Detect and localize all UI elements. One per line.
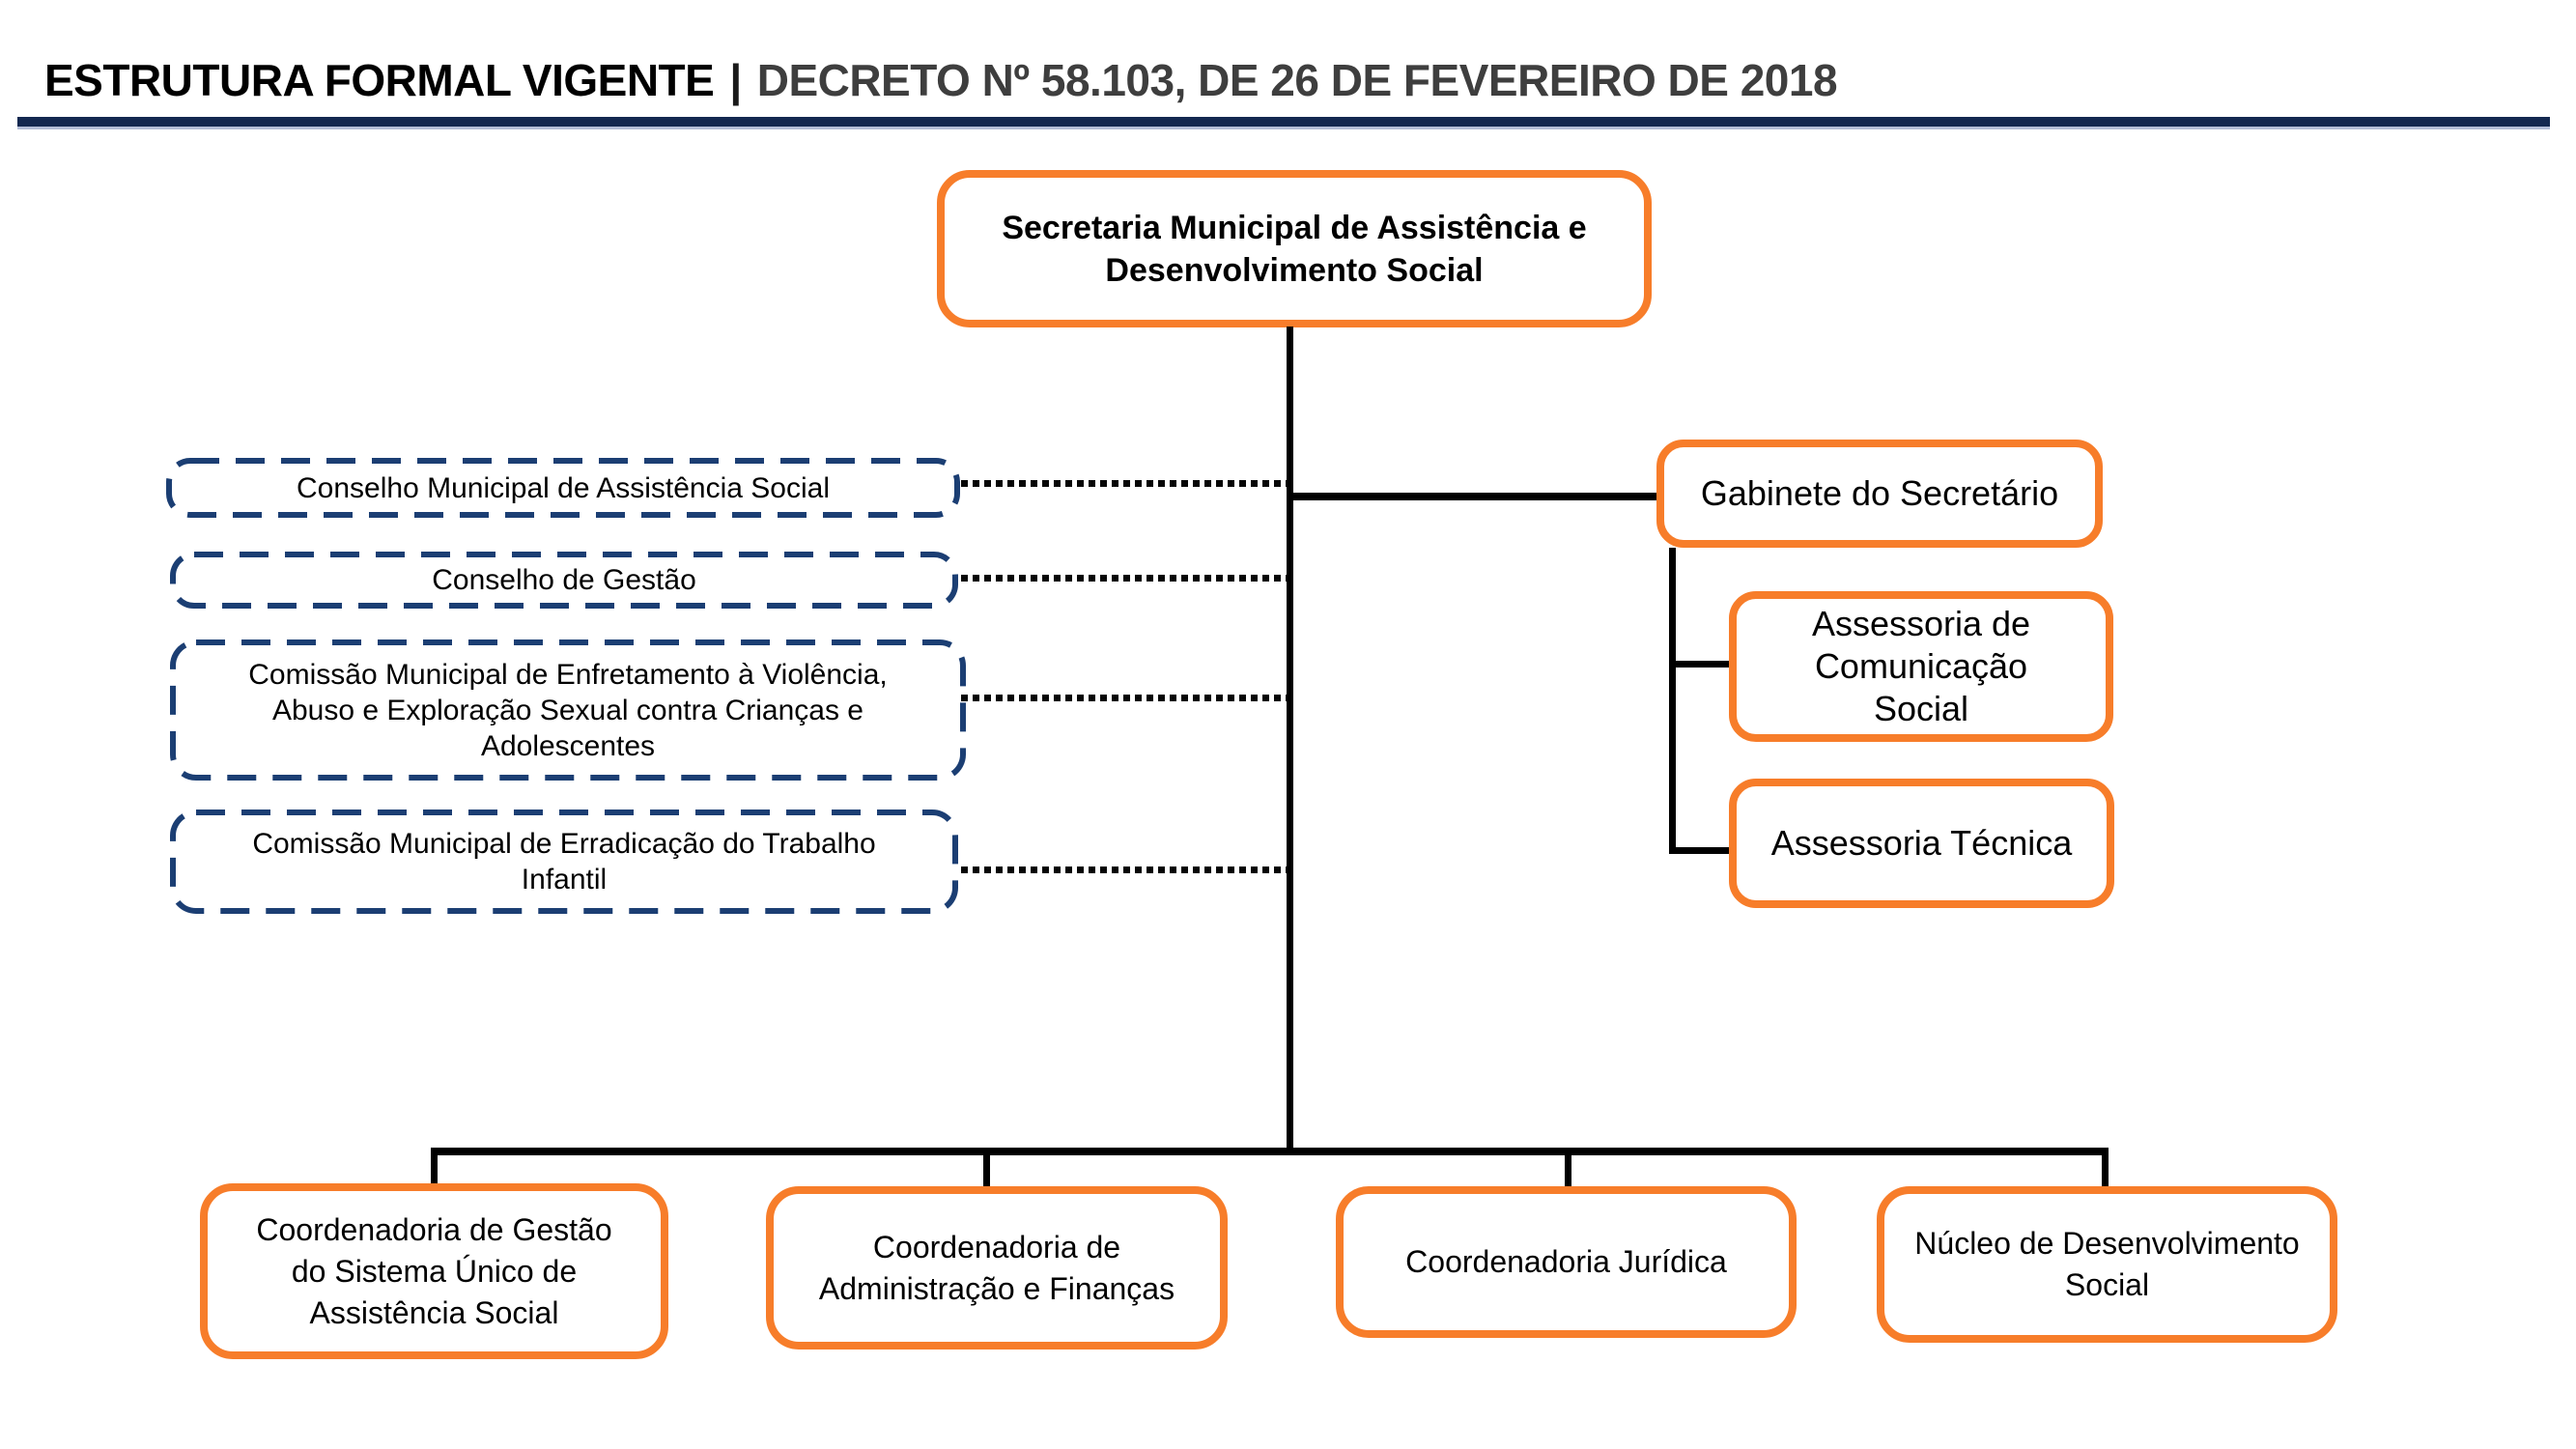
title-divider: | bbox=[729, 55, 742, 105]
node-coordenadoria-gestao-suas: Coordenadoria de Gestão do Sistema Único… bbox=[200, 1183, 668, 1359]
node-label: Comissão Municipal de Erradicação do Tra… bbox=[252, 828, 876, 895]
node-conselho-gestao: Conselho de Gestão bbox=[170, 552, 958, 609]
node-label: Secretaria Municipal de Assistência e De… bbox=[1002, 209, 1587, 289]
node-label: Coordenadoria de Administração e Finança… bbox=[818, 1229, 1175, 1306]
node-coordenadoria-juridica: Coordenadoria Jurídica bbox=[1336, 1186, 1797, 1338]
node-nucleo-desenvolvimento-social: Núcleo de Desenvolvimento Social bbox=[1877, 1186, 2337, 1343]
node-label: Assessoria Técnica bbox=[1770, 823, 2073, 863]
connector-stub-coord-juridica bbox=[1565, 1151, 1571, 1188]
node-comissao-erradicacao-trabalho: Comissão Municipal de Erradicação do Tra… bbox=[170, 810, 958, 914]
node-label: Coordenadoria de Gestão do Sistema Único… bbox=[256, 1211, 612, 1330]
title-decree: DECRETO Nº 58.103, DE 26 DE FEVEREIRO DE… bbox=[756, 55, 1838, 105]
connector-dotted-comissao-violencia bbox=[961, 695, 1287, 701]
connector-dotted-conselho-gestao bbox=[961, 575, 1287, 582]
node-comissao-enfretamento-violencia: Comissão Municipal de Enfretamento à Vio… bbox=[170, 639, 966, 781]
node-assessoria-comunicacao: Assessoria de Comunicação Social bbox=[1729, 591, 2113, 742]
node-gabinete-secretario: Gabinete do Secretário bbox=[1656, 440, 2103, 548]
node-label: Assessoria de Comunicação Social bbox=[1811, 604, 2031, 728]
connector-trunk bbox=[1287, 327, 1293, 1155]
dashed-border bbox=[166, 458, 960, 518]
page-title: ESTRUTURA FORMAL VIGENTE | DECRETO Nº 58.1… bbox=[44, 53, 1838, 107]
title-primary: ESTRUTURA FORMAL VIGENTE bbox=[44, 55, 715, 105]
connector-dotted-comissao-trabalho bbox=[961, 867, 1287, 873]
node-label: Gabinete do Secretário bbox=[1700, 473, 2059, 513]
connector-assessorias-vertical bbox=[1669, 548, 1676, 854]
connector-assessoria-comunicacao bbox=[1676, 661, 1731, 668]
node-label: Conselho Municipal de Assistência Social bbox=[297, 471, 830, 504]
connector-stub-coord-gestao bbox=[431, 1151, 438, 1185]
connector-dotted-conselho-municipal bbox=[961, 480, 1287, 487]
node-label: Núcleo de Desenvolvimento Social bbox=[1914, 1226, 2300, 1302]
node-label: Coordenadoria Jurídica bbox=[1405, 1244, 1727, 1279]
dashed-border bbox=[170, 810, 958, 914]
connector-stub-nucleo bbox=[2102, 1151, 2109, 1188]
node-conselho-municipal-assistencia: Conselho Municipal de Assistência Social bbox=[166, 458, 960, 518]
connector-bottom-horizontal bbox=[431, 1148, 2109, 1155]
header-rule bbox=[17, 117, 2550, 129]
node-coordenadoria-admin-financas: Coordenadoria de Administração e Finança… bbox=[766, 1186, 1228, 1350]
node-assessoria-tecnica: Assessoria Técnica bbox=[1729, 779, 2114, 908]
connector-gabinete bbox=[1287, 493, 1656, 500]
connector-assessoria-tecnica bbox=[1676, 847, 1731, 854]
node-secretaria-municipal: Secretaria Municipal de Assistência e De… bbox=[937, 170, 1652, 327]
node-label: Comissão Municipal de Enfretamento à Vio… bbox=[248, 658, 888, 762]
dashed-border bbox=[170, 552, 958, 609]
node-label: Conselho de Gestão bbox=[432, 564, 696, 596]
dashed-border bbox=[170, 639, 966, 781]
connector-stub-coord-admin bbox=[983, 1151, 990, 1188]
